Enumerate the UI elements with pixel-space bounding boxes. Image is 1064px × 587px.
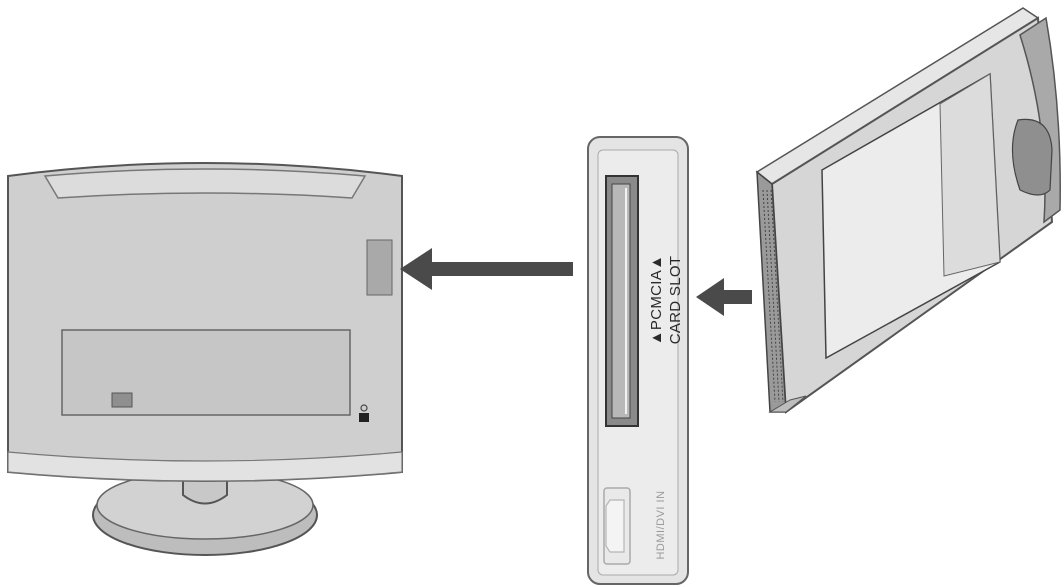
tv-cover-port — [111, 392, 133, 408]
hdmi-port-label: HDMI/DVI IN — [655, 490, 667, 559]
slot-label-line1: ▲PCMCIA▲ — [648, 255, 665, 345]
tv-rear-view — [7, 162, 403, 556]
tv-body — [7, 162, 403, 482]
tv-rear-cover — [61, 329, 351, 416]
hdmi-port — [603, 487, 631, 565]
tv-card-slot-area — [366, 239, 393, 296]
ci-card-module — [755, 7, 1061, 414]
tv-bottom-lip — [7, 451, 403, 482]
ci-card-connector-pins — [762, 189, 784, 403]
ci-card-label-inner — [939, 73, 1001, 277]
pcmcia-slot-opening — [611, 183, 631, 419]
tv-top-ridge — [43, 168, 367, 199]
arrow-to-panel — [696, 278, 752, 316]
kensington-lock-icon — [359, 404, 369, 422]
slot-label-line2: CARD SLOT — [667, 256, 684, 345]
side-panel: ▲PCMCIA▲ CARD SLOT HDMI/DVI IN — [587, 136, 689, 585]
arrow-to-tv — [400, 248, 573, 290]
